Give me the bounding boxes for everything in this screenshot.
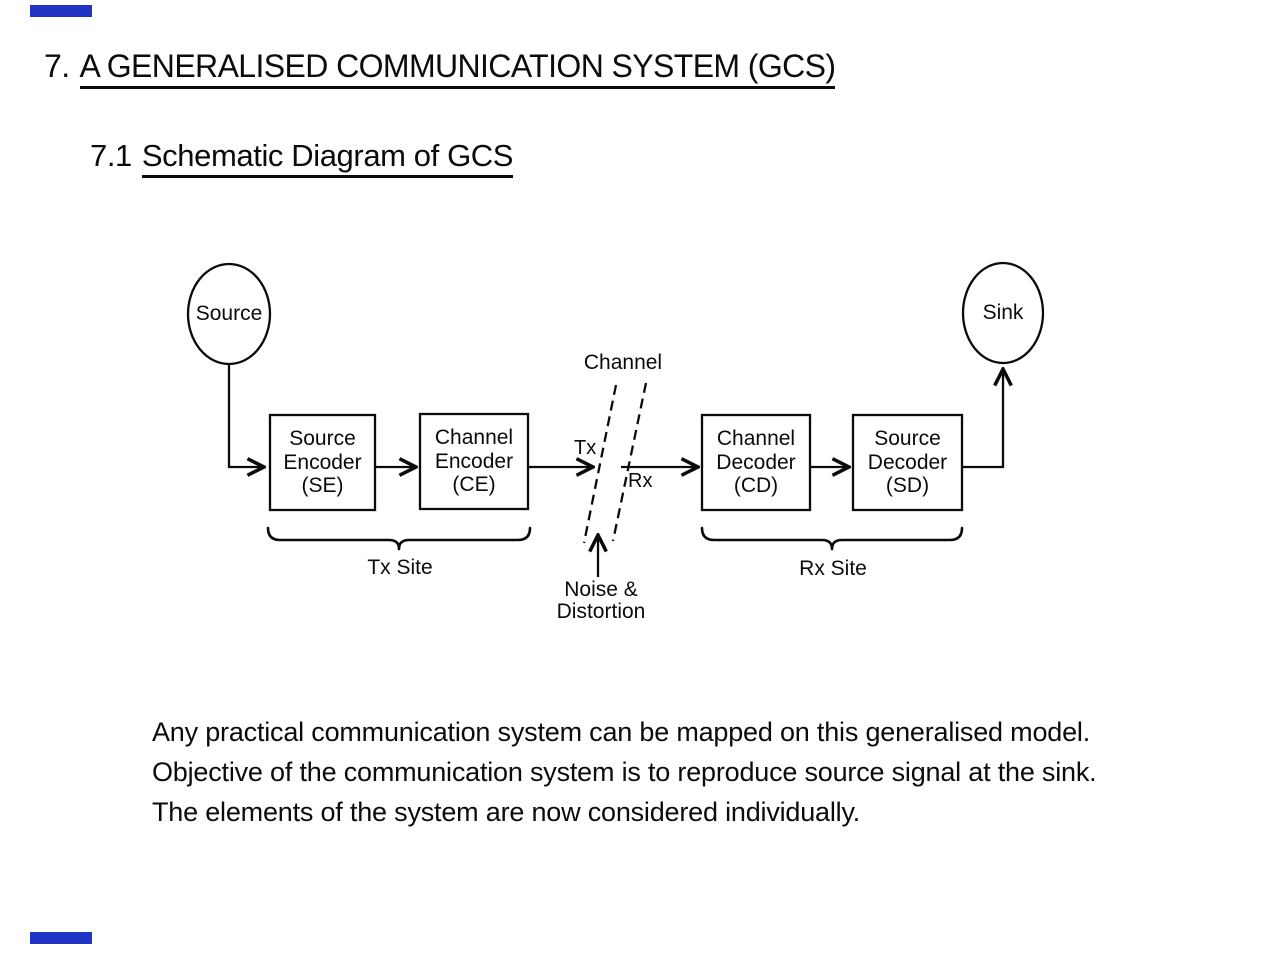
- paragraph-line: Objective of the communication system is…: [152, 757, 1097, 787]
- sink-circle: [961, 261, 1045, 365]
- section-heading: 7.A GENERALISED COMMUNICATION SYSTEM (GC…: [44, 48, 836, 89]
- sink-label: Sink: [982, 301, 1024, 324]
- source-decoder-box: [851, 413, 964, 512]
- source-encoder-label: Source Encoder (SE): [283, 427, 362, 498]
- section-number: 7.: [44, 48, 70, 84]
- channel-decoder-box: [700, 413, 812, 512]
- source-decoder-label: Source Decoder (SD): [867, 427, 948, 498]
- channel-slash-left: [582, 384, 618, 544]
- subsection-number: 7.1: [90, 138, 132, 173]
- body-paragraph: Any practical communication system can b…: [152, 712, 1097, 832]
- accent-bar-bottom: [30, 932, 92, 944]
- rx-label: Rx: [628, 470, 653, 492]
- tx-site-brace: [266, 526, 532, 551]
- accent-bar-top: [30, 5, 92, 17]
- rx-site-label: Rx Site: [799, 557, 867, 580]
- channel-slash-right: [611, 382, 648, 542]
- tx-site-label: Tx Site: [367, 556, 433, 579]
- source-label: Source: [195, 302, 263, 325]
- channel-label: Channel: [583, 351, 663, 374]
- source-encoder-box: [268, 413, 377, 512]
- channel-decoder-label: Channel Decoder (CD): [716, 427, 796, 498]
- sd-to-sink-arrow: [962, 369, 1003, 469]
- channel-encoder-box: [418, 412, 530, 511]
- paragraph-line: Any practical communication system can b…: [152, 717, 1090, 747]
- channel-encoder-label: Channel Encoder (CE): [434, 426, 514, 497]
- subsection-title: Schematic Diagram of GCS: [141, 138, 513, 178]
- source-to-se-arrow: [227, 364, 264, 467]
- subsection-heading: 7.1 Schematic Diagram of GCS: [90, 138, 513, 178]
- tx-label: Tx: [574, 437, 597, 459]
- noise-distortion-label: Noise & Distortion: [556, 578, 646, 623]
- rx-site-brace: [700, 526, 964, 551]
- paragraph-line: The elements of the system are now consi…: [152, 797, 861, 827]
- section-title: A GENERALISED COMMUNICATION SYSTEM (GCS): [79, 48, 836, 89]
